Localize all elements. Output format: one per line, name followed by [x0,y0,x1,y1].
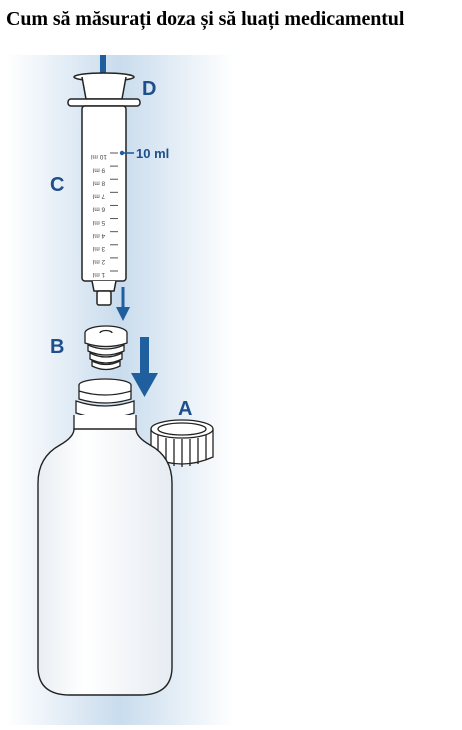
syringe-barrel [81,105,127,306]
label-b: B [50,336,64,358]
arrow-down-icon [131,337,158,397]
arrow-down-icon [116,287,130,321]
scale-label: 10 ml [91,153,107,160]
scale-label: 4 ml [92,232,105,239]
scale-label: 3 ml [92,245,105,252]
syringe-scale: 10 ml 9 ml 8 ml 7 ml 6 ml 5 ml 4 ml 3 ml 2 ml 1 m… [91,152,118,278]
scale-label: 1 ml [92,271,105,278]
label-a: A [178,398,192,420]
label-d: D [142,78,156,100]
scale-label: 5 ml [92,219,105,226]
instruction-illustration: 10 ml 9 ml 8 ml 7 ml 6 ml 5 ml 4 ml 3 ml 2 ml 1 m… [6,34,234,725]
scale-label: 7 ml [92,193,105,200]
bottle-adapter [84,325,128,371]
scale-label: 6 ml [92,206,105,213]
diagram-svg: 10 ml 9 ml 8 ml 7 ml 6 ml 5 ml 4 ml 3 ml 2 ml 1 m… [6,34,234,725]
scale-label: 2 ml [92,258,105,265]
volume-pointer [119,150,134,156]
scale-label: 9 ml [92,166,105,173]
bottle-body [37,428,173,696]
bottle-cap [150,419,214,467]
volume-label: 10 ml [136,146,169,161]
bottle-neck [73,378,137,435]
page-title: Cum să măsurați doza și să luați medicam… [6,8,405,30]
scale-label: 8 ml [92,179,105,186]
label-c: C [50,174,64,196]
